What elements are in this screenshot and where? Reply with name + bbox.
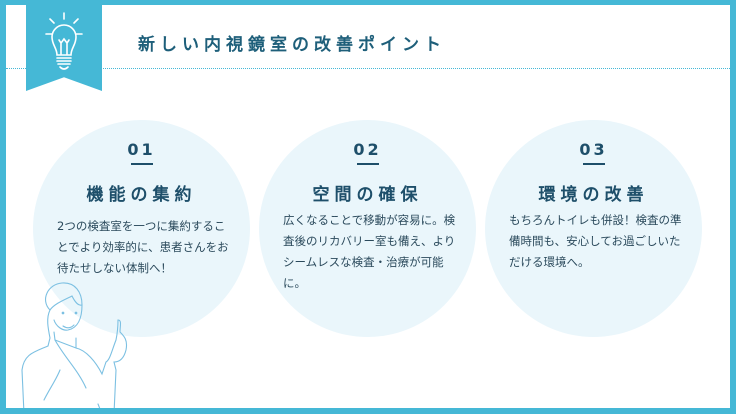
point-card-1: 01 機能の集約 2つの検査室を一つに集約することでより効率的に、患者さんをお待… xyxy=(33,120,250,337)
point-number: 03 xyxy=(579,140,608,159)
number-underline xyxy=(130,163,153,165)
ribbon-banner xyxy=(26,5,102,91)
point-title: 空間の確保 xyxy=(312,185,423,205)
lightbulb-icon xyxy=(45,12,83,70)
point-title: 機能の集約 xyxy=(86,185,197,205)
point-number: 02 xyxy=(353,140,382,159)
point-card-2: 02 空間の確保 広くなることで移動が容易に。検査後のリカバリー室も備え、よりシ… xyxy=(259,120,476,337)
dotted-divider xyxy=(6,68,730,69)
point-body: もちろんトイレも併設！検査の準備時間も、安心してお過ごしいただける環境へ。 xyxy=(509,213,682,269)
point-body: 2つの検査室を一つに集約することでより効率的に、患者さんをお待たせしない体制へ！ xyxy=(57,219,229,275)
number-underline xyxy=(582,163,605,165)
point-title: 環境の改善 xyxy=(538,185,649,205)
slide: 新しい内視鏡室の改善ポイント 01 機能の集約 2つの検査室を一つに集約すること… xyxy=(6,5,730,408)
person-thumbs-up-illustration xyxy=(21,282,128,408)
page-title: 新しい内視鏡室の改善ポイント xyxy=(138,35,446,55)
point-number: 01 xyxy=(127,140,156,159)
point-body: 広くなることで移動が容易に。検査後のリカバリー室も備え、よりシームレスな検査・治… xyxy=(283,213,456,290)
point-card-3: 03 環境の改善 もちろんトイレも併設！検査の準備時間も、安心してお過ごしいただ… xyxy=(485,120,702,337)
number-underline xyxy=(356,163,379,165)
